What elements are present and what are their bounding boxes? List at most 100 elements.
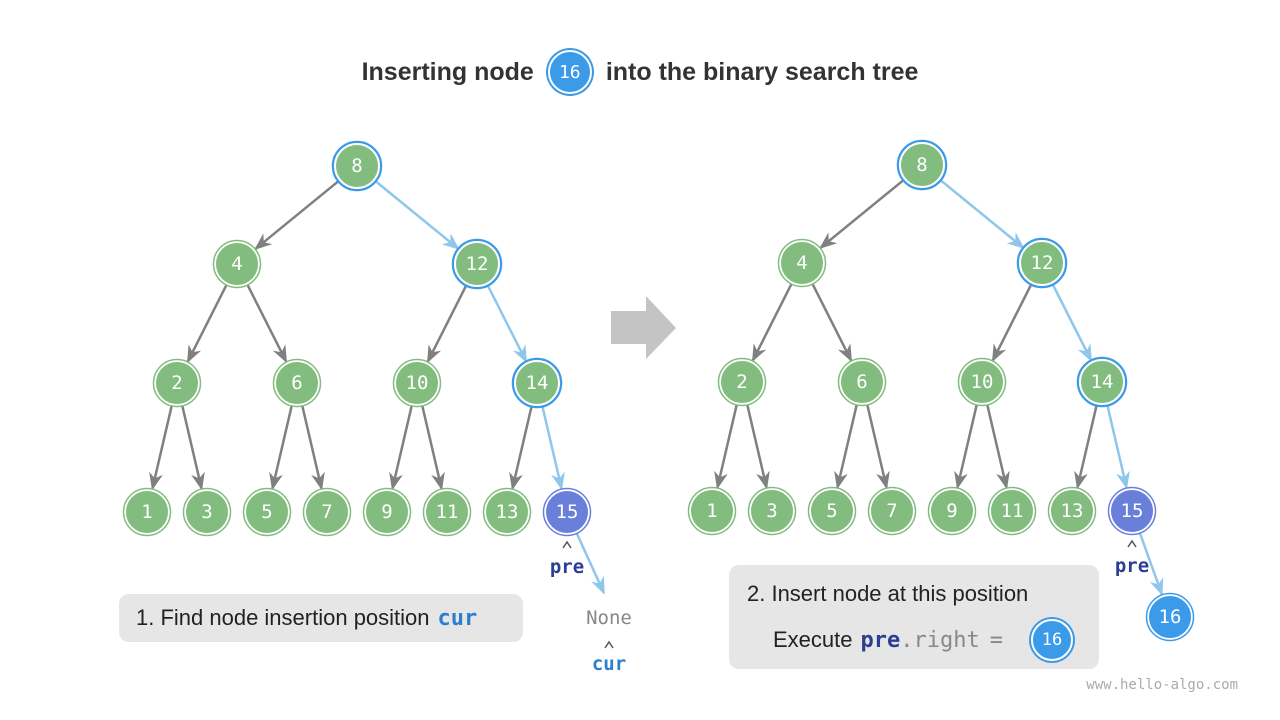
tree-node-label: 3 [201, 501, 212, 523]
tree-edge-n10-n9-panel2 [954, 403, 979, 490]
tree-edge-n14-n15-panel1 [540, 404, 565, 491]
tree-node-label: 15 [556, 501, 579, 523]
tree-node-label: 7 [886, 500, 897, 522]
tree-node-label: 5 [826, 500, 837, 522]
cur-pointer-label: cur [592, 653, 626, 675]
tree-node-12-panel2: 12 [1016, 237, 1068, 289]
tree-node-label: 3 [766, 500, 777, 522]
title-prefix: Inserting node [361, 57, 534, 86]
title-suffix: into the binary search tree [605, 57, 919, 86]
tree-edge-n4-n6-panel1 [245, 283, 288, 364]
tree-edge-n4-n6-panel2 [810, 282, 853, 363]
tree-edge-n4-n2-panel1 [186, 283, 229, 364]
tree-node-label: 16 [1159, 606, 1182, 628]
step2-caption-line1: 2. Insert node at this position [747, 581, 1029, 606]
tree-node-6-panel1: 6 [272, 358, 322, 408]
tree-node-14-panel1: 14 [511, 357, 563, 409]
tree-node-label: 14 [1091, 371, 1114, 393]
step1-caption: 1. Find node insertion position cur [119, 594, 523, 642]
tree-node-1-panel2: 1 [687, 486, 737, 536]
tree-node-5-panel1: 5 [242, 487, 292, 537]
tree-node-label: 8 [916, 154, 927, 176]
tree-node-3-panel1: 3 [182, 487, 232, 537]
tree-node-2-panel2: 2 [717, 357, 767, 407]
cur-pointer-caret-icon [604, 640, 614, 649]
tree-edge-n2-n1-panel2 [714, 403, 739, 490]
tree-edge-n2-n3-panel1 [180, 404, 205, 491]
step1-caption-keyword: cur [437, 605, 478, 631]
tree-node-8-panel1: 8 [331, 140, 383, 192]
tree-edge-n12-n14-panel1 [485, 283, 528, 364]
tree-edge-n8-n4-panel2 [819, 177, 906, 249]
tree-node-9-panel2: 9 [927, 486, 977, 536]
tree-node-4-panel1: 4 [212, 239, 262, 289]
tree-edge-n12-n10-panel1 [426, 283, 469, 364]
step2-code-equals: = [989, 627, 1003, 653]
step2-code-pre: pre [860, 627, 901, 653]
tree-node-15-panel1: 15 [542, 487, 592, 537]
tree-node-label: 1 [141, 501, 152, 523]
tree-node-7-panel1: 7 [302, 487, 352, 537]
tree-edge-n15-none-panel1 [574, 531, 606, 595]
tree-node-label: 2 [171, 372, 182, 394]
tree-node-label: 6 [291, 372, 302, 394]
diagram-title: Inserting node 16 into the binary search… [0, 50, 1280, 94]
tree-edge-n10-n11-panel2 [985, 403, 1010, 490]
tree-edge-n12-n14-panel2 [1050, 282, 1093, 363]
step2-caption: 2. Insert node at this position Execute … [729, 565, 1099, 669]
tree-node-2-panel1: 2 [152, 358, 202, 408]
pre-pointer-label: pre [1115, 555, 1149, 577]
tree-node-10-panel1: 10 [392, 358, 442, 408]
tree-node-label: 13 [496, 501, 519, 523]
tree-node-5-panel2: 5 [807, 486, 857, 536]
step-transition-arrow-icon [611, 296, 676, 359]
tree-node-label: 11 [1001, 500, 1024, 522]
tree-node-label: 4 [231, 253, 242, 275]
tree-node-6-panel2: 6 [837, 357, 887, 407]
tree-edge-n6-n5-panel1 [269, 404, 294, 491]
none-placeholder-label: None [586, 607, 632, 629]
tree-node-label: 12 [466, 253, 489, 275]
tree-node-9-panel1: 9 [362, 487, 412, 537]
tree-node-label: 12 [1031, 252, 1054, 274]
tree-edge-n14-n15-panel2 [1105, 403, 1130, 490]
tree-node-label: 8 [351, 155, 362, 177]
tree-edge-n6-n5-panel2 [834, 403, 859, 490]
title-node-badge: 16 [547, 50, 592, 94]
pre-pointer-caret-icon [1127, 539, 1137, 548]
tree-node-13-panel1: 13 [482, 487, 532, 537]
step2-code-right: .right [900, 627, 980, 653]
tree-node-15-panel2: 15 [1107, 486, 1157, 536]
tree-edge-n2-n3-panel2 [745, 403, 770, 490]
tree-node-10-panel2: 10 [957, 357, 1007, 407]
pre-pointer-label: pre [550, 556, 584, 578]
tree-edge-n6-n7-panel2 [865, 403, 890, 490]
tree-edge-n8-n12-panel1 [373, 178, 460, 250]
tree-node-label: 4 [796, 252, 807, 274]
tree-edge-n8-n4-panel1 [254, 178, 341, 250]
tree-node-label: 10 [406, 372, 429, 394]
tree-edge-n14-n13-panel2 [1074, 403, 1099, 490]
tree-edge-n15-n16-panel2 [1138, 531, 1164, 597]
tree-node-label: 13 [1061, 500, 1084, 522]
tree-node-14-panel2: 14 [1076, 356, 1128, 408]
tree-node-1-panel1: 1 [122, 487, 172, 537]
step1-caption-text: 1. Find node insertion position [136, 605, 430, 630]
tree-edge-n12-n10-panel2 [991, 282, 1034, 363]
tree-node-label: 1 [706, 500, 717, 522]
tree-node-16-panel2: 16 [1145, 592, 1195, 642]
tree-node-11-panel2: 11 [987, 486, 1037, 536]
tree-edge-n10-n11-panel1 [420, 404, 445, 491]
step2-execute-label: Execute [773, 627, 853, 652]
tree-edge-n14-n13-panel1 [509, 404, 534, 491]
watermark: www.hello-algo.com [1086, 677, 1238, 693]
tree-node-label: 9 [381, 501, 392, 523]
tree-node-label: 2 [736, 371, 747, 393]
tree-node-label: 15 [1121, 500, 1144, 522]
tree-node-11-panel1: 11 [422, 487, 472, 537]
tree-node-7-panel2: 7 [867, 486, 917, 536]
tree-edge-n2-n1-panel1 [149, 404, 174, 491]
tree-node-label: 5 [261, 501, 272, 523]
tree-node-label: 9 [946, 500, 957, 522]
